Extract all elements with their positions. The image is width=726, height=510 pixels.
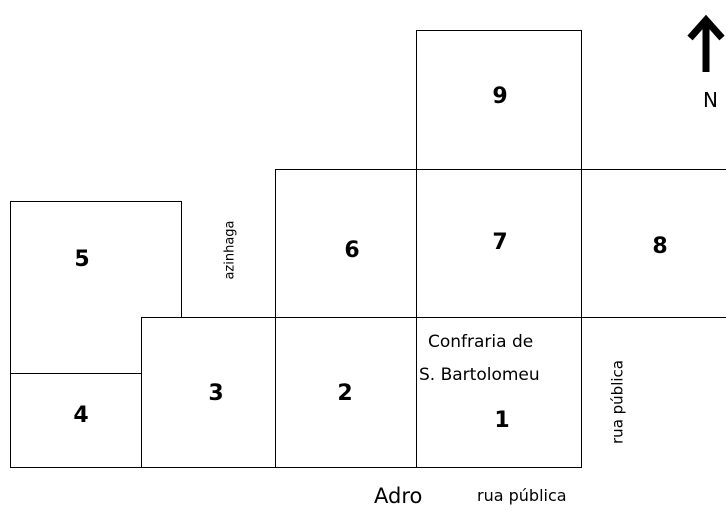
plot-2-number: 2 (337, 381, 353, 406)
plot-4 (10, 373, 142, 468)
plot-1 (416, 317, 582, 468)
plot-8-number: 8 (652, 234, 668, 259)
plot-9-number: 9 (492, 84, 508, 109)
adro-label: Adro (374, 484, 423, 508)
confraria-label-line1: Confraria de (428, 332, 534, 352)
plot-7-number: 7 (492, 230, 508, 255)
plot-5-number: 5 (74, 247, 90, 272)
plot-3 (141, 317, 276, 468)
plot-9 (416, 30, 582, 170)
rua-publica-bottom-label: rua pública (477, 486, 567, 505)
rua-publica-vertical-label: rua pública (608, 360, 627, 444)
plot-2 (275, 317, 417, 468)
plot-6-number: 6 (344, 238, 360, 263)
north-label: N (703, 88, 718, 112)
plot-6 (275, 169, 417, 318)
plot-4-number: 4 (73, 403, 89, 428)
azinhaga-label: azinhaga (222, 220, 238, 280)
confraria-label-line2: S. Bartolomeu (419, 365, 540, 385)
plot-1-number: 1 (494, 408, 510, 433)
plot-7 (416, 169, 582, 318)
plot-8 (581, 169, 726, 318)
plot-3-number: 3 (208, 381, 224, 406)
north-arrow-icon (687, 14, 725, 72)
